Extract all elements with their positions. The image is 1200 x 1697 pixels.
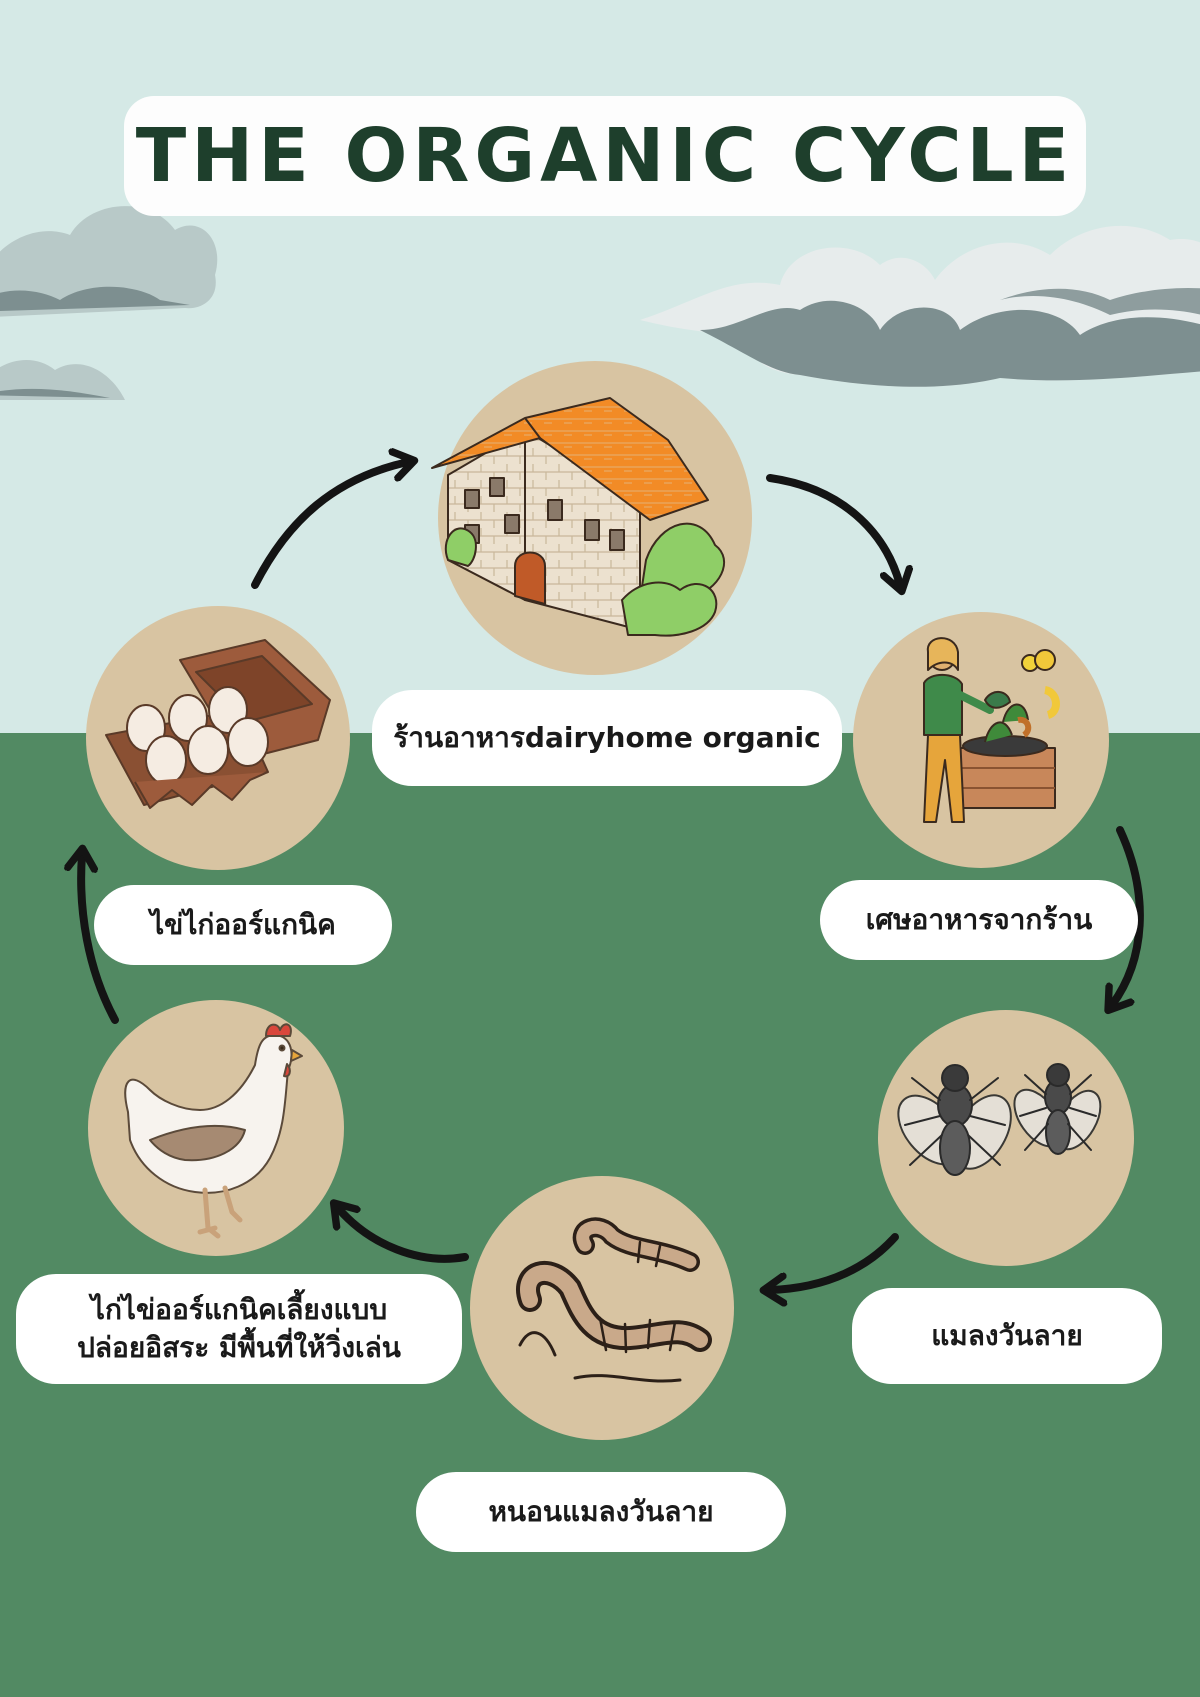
title-banner: THE ORGANIC CYCLE [124,96,1086,216]
fly-icon [897,1063,1102,1176]
label-restaurant: ร้านอาหารdairyhome organic [372,690,842,786]
hen-icon [124,1023,303,1239]
arrow-larvae-to-chicken [338,1208,469,1263]
cycle-arrows [81,462,1144,1290]
arrow-chicken-to-eggs [81,855,119,1024]
arrow-restaurant-to-waste [766,474,900,585]
label-chicken: ไก่ไข่ออร์แกนิคเลี้ยงแบบ ปล่อยอิสระ มีพื… [16,1274,462,1384]
node-circle-larvae [470,1176,734,1440]
label-flies: แมลงวันลาย [852,1288,1162,1384]
larvae-icon [516,1217,712,1383]
label-larvae: หนอนแมลงวันลาย [416,1472,786,1552]
cloud-left-icon [0,206,218,400]
arrow-waste-to-flies [1112,826,1144,1005]
arrow-eggs-to-restaurant [251,462,408,589]
arrow-flies-to-larvae [770,1233,899,1290]
cloud-right-icon [640,225,1200,387]
page-title: THE ORGANIC CYCLE [135,113,1075,199]
label-eggs: ไข่ไก่ออร์แกนิค [94,885,392,965]
composting-person-icon [923,637,1060,823]
label-food-waste: เศษอาหารจากร้าน [820,880,1138,960]
farmhouse-icon [431,397,726,637]
egg-carton-icon [105,639,331,809]
